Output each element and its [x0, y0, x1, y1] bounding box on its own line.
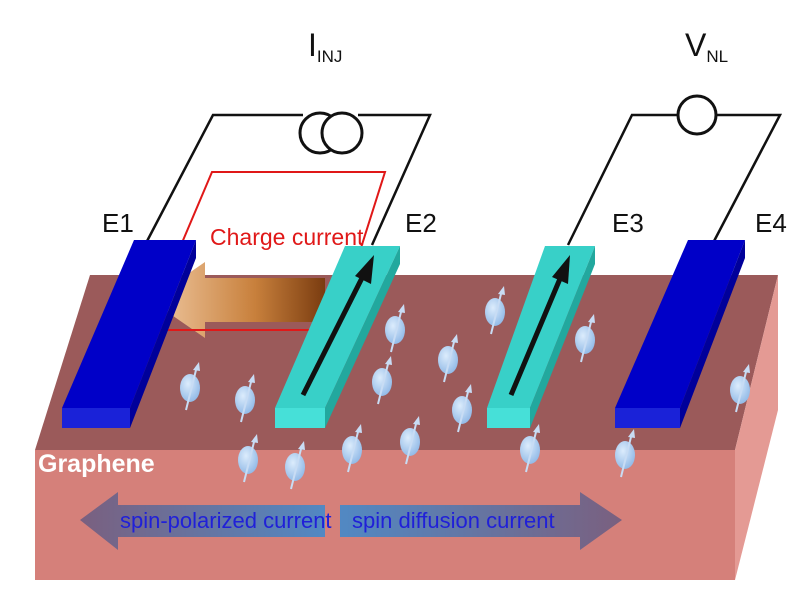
- spin-icon: [452, 384, 472, 433]
- spin-icon: [385, 304, 405, 353]
- electrode-e1-label: E1: [102, 208, 134, 238]
- voltmeter-icon: [676, 94, 718, 136]
- charge-current-label: Charge current: [210, 224, 364, 250]
- spin-icon: [238, 434, 258, 483]
- detection-circuit-wires: [566, 113, 783, 246]
- electrode-e4-label: E4: [755, 208, 787, 238]
- spin-polarized-current-label: spin-polarized current: [120, 508, 332, 533]
- spin-icon: [615, 429, 635, 478]
- electrode-e3-label: E3: [612, 208, 644, 238]
- electrode-e1: [62, 240, 196, 428]
- nonlocal-voltage-label: VNL: [685, 27, 728, 66]
- spin-icon: [180, 362, 200, 411]
- spin-polarized-current-arrow: [80, 492, 325, 550]
- spin-icon: [400, 416, 420, 465]
- spin-icon: [575, 314, 595, 363]
- graphene-side-face: [735, 275, 778, 580]
- spin-diffusion-current-label: spin diffusion current: [352, 508, 555, 533]
- spin-icon: [372, 356, 392, 405]
- electrode-e2-label: E2: [405, 208, 437, 238]
- spin-icon: [485, 286, 505, 335]
- spin-icon: [342, 424, 362, 473]
- electrode-e4: [615, 240, 745, 428]
- magnetization-arrow-e3: [508, 255, 570, 396]
- magnetization-arrow-e2: [300, 255, 374, 397]
- spin-icon: [730, 364, 750, 413]
- spin-particles: [180, 286, 750, 490]
- spin-icon: [438, 334, 458, 383]
- injection-circuit-wires: [143, 113, 432, 246]
- charge-current-arrow: [150, 262, 325, 338]
- spin-diffusion-current-arrow: [340, 492, 622, 550]
- spin-icon: [520, 424, 540, 473]
- current-source-icon: [298, 111, 364, 155]
- graphene-label: Graphene: [38, 450, 155, 478]
- injection-current-label: IINJ: [308, 27, 342, 66]
- spin-icon: [235, 374, 255, 423]
- spin-icon: [285, 441, 305, 490]
